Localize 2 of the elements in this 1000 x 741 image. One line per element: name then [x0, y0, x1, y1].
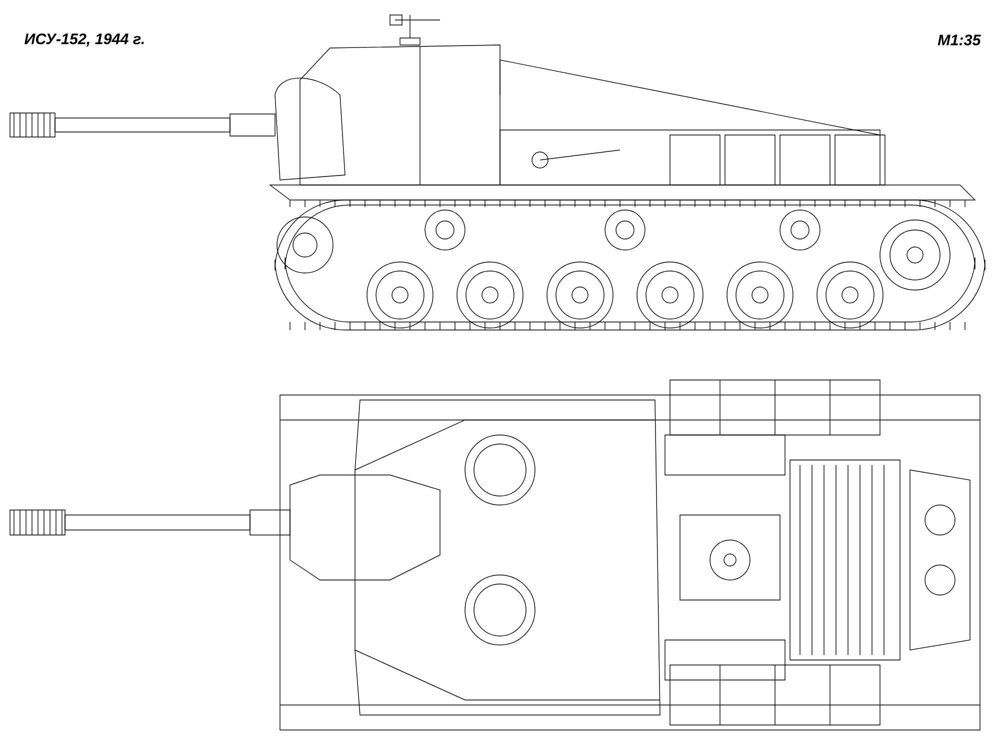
title: ИСУ-152, 1944 г.: [24, 34, 144, 46]
scale-label: M1:35: [938, 34, 981, 46]
